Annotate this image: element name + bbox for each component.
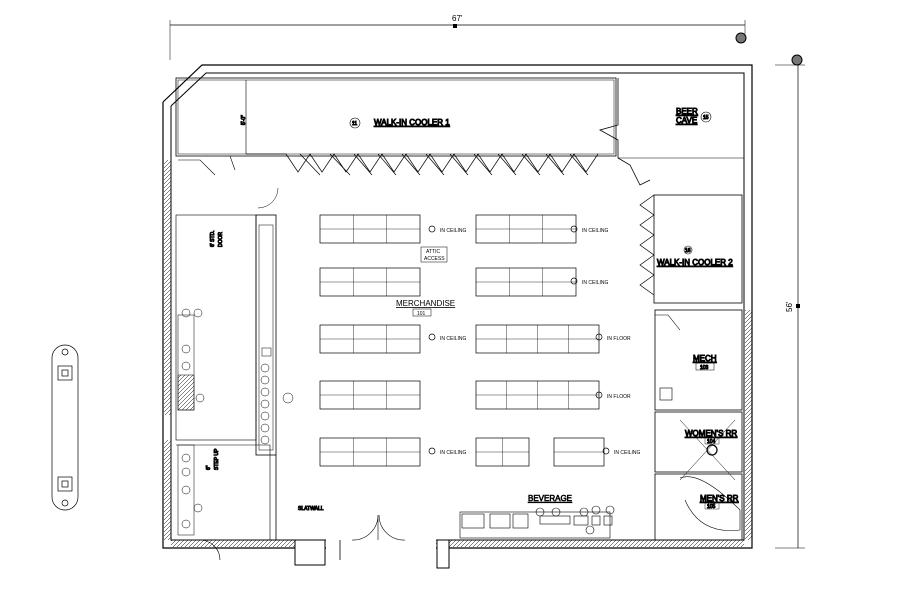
mech-room: MECH 103 [654,309,743,411]
entry-doors [199,514,406,561]
legend-key [51,344,79,511]
step-note: 6" [206,465,212,470]
width-dimension-label: 67' [452,14,463,23]
mens-rr-tag: 105 [707,504,716,510]
walk-in-cooler-2: 16 WALK-IN COOLER 2 [639,194,743,304]
womens-rr-tag: 104 [707,439,716,445]
height-dimension-label: 56' [785,301,794,312]
gondola-shelving: IN CEILING IN CEILING IN CEILING IN CEILING… [319,214,641,467]
attic-access-label-2: ACCESS [424,256,445,262]
fixture-marker-icon [570,277,578,285]
mens-rr-label: MEN'S RR [700,494,739,503]
fixture-note: IN FLOOR [607,394,631,400]
fixture-marker-icon [428,225,436,233]
counter-equipment [181,308,294,529]
top-dimension: 67' [169,14,746,60]
beer-cave-label: BEER [676,107,698,116]
grid-marker-icon [735,32,747,44]
beer-cave: 15 BEER CAVE [598,78,744,186]
door-note-2: DOOR [218,232,224,247]
fixture-marker-icon [428,333,436,341]
fixture-marker-icon [595,391,603,399]
fixture-note: IN CEILING [582,228,609,234]
walk-in-cooler-2-label: WALK-IN COOLER 2 [657,258,733,267]
merchandise-room: MERCHANDISE 101 ATTIC ACCESS [396,246,455,317]
fixture-note: IN FLOOR [607,336,631,342]
right-dimension: 56' [775,64,805,549]
mech-tag: 103 [700,365,709,371]
fixture-note: IN CEILING [440,228,467,234]
fixture-note: IN CEILING [440,450,467,456]
attic-access-label: ATTIC [426,249,440,255]
door-note: 6' STD. [210,230,216,247]
grid-marker-icon [791,54,803,66]
walk-in-cooler-2-tag: 16 [685,248,691,254]
attic-door-note: 5'-0" [241,115,247,125]
restrooms: WOMEN'S RR 104 MEN'S RR 105 [654,411,743,541]
step-note-2: STEP UP [214,448,220,470]
mech-label: MECH [693,354,717,363]
exterior-walls [162,64,753,569]
slatwall-label: SLATWALL [298,506,324,512]
walk-in-cooler-1: 11 WALK-IN COOLER 1 5'-0" [175,77,617,176]
beer-cave-tag: 15 [703,115,709,121]
fixture-note: IN CEILING [582,280,609,286]
merchandise-tag: 101 [417,311,426,317]
fixture-note: IN CEILING [614,450,641,456]
beverage-area: BEVERAGE [459,494,615,539]
fixture-marker-icon [428,447,436,455]
beverage-label: BEVERAGE [528,494,572,503]
beer-cave-label-2: CAVE [676,116,697,125]
walk-in-cooler-1-tag: 11 [352,121,357,127]
merchandise-label: MERCHANDISE [396,299,455,308]
fixture-marker-icon [602,447,610,455]
fixture-note: IN CEILING [440,336,467,342]
fixture-marker-icon [595,333,603,341]
fixture-marker-icon [570,225,578,233]
walk-in-cooler-1-label: WALK-IN COOLER 1 [374,118,450,127]
sales-counter: 6' STD. DOOR 6" STEP UP SLATWALL [175,187,324,540]
womens-rr-label: WOMEN'S RR [685,429,737,438]
